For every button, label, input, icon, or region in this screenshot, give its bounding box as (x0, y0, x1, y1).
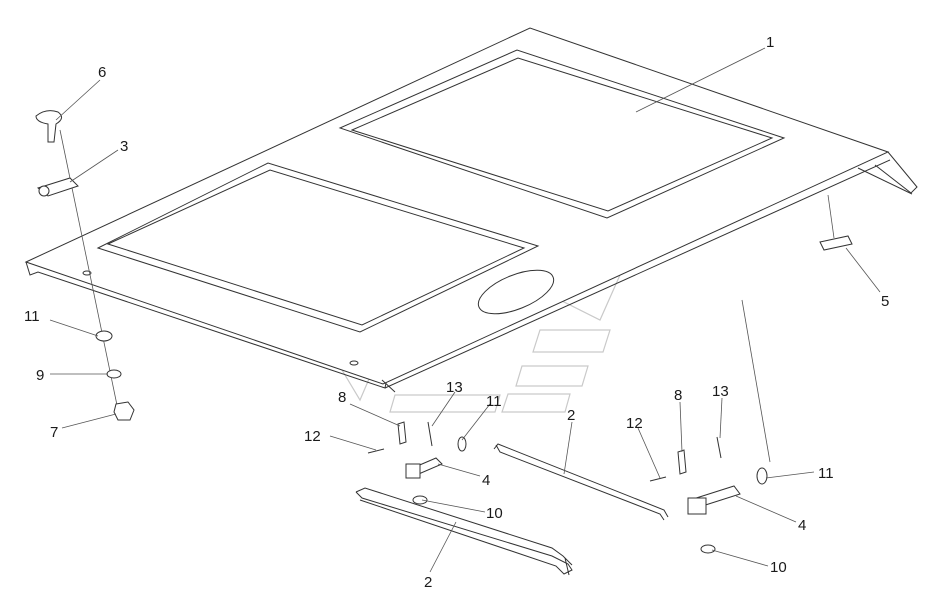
bracket-5 (819, 194, 853, 251)
cover-panel (24, 27, 918, 393)
callout-4-left: 4 (482, 472, 490, 489)
callout-7: 7 (50, 424, 58, 441)
left-hardware (35, 110, 135, 421)
callout-9: 9 (36, 367, 44, 384)
callout-8-left: 8 (338, 389, 346, 406)
callout-4-right: 4 (798, 517, 806, 534)
callout-11-center: 11 (486, 393, 502, 410)
callout-5: 5 (881, 293, 889, 310)
callout-2-lower: 2 (424, 574, 432, 591)
callout-3: 3 (120, 138, 128, 155)
leader-lines (49, 47, 881, 573)
callout-12-left: 12 (304, 428, 321, 445)
callout-11-far-left: 11 (24, 308, 40, 325)
support-rods (355, 443, 669, 576)
callout-11-right: 11 (818, 465, 834, 482)
callout-labels: 1 2 2 3 4 4 5 6 7 8 8 9 10 10 11 11 11 1… (24, 34, 889, 591)
callout-6: 6 (98, 64, 106, 81)
callout-1: 1 (766, 34, 774, 51)
callout-13-left: 13 (446, 379, 463, 396)
callout-10-left: 10 (486, 505, 503, 522)
hinge-left (367, 421, 467, 505)
callout-12-right: 12 (626, 415, 643, 432)
callout-13-right: 13 (712, 383, 729, 400)
hinge-right (649, 299, 771, 554)
callout-2-upper: 2 (567, 407, 575, 424)
callout-8-right: 8 (674, 387, 682, 404)
callout-10-right: 10 (770, 559, 787, 576)
